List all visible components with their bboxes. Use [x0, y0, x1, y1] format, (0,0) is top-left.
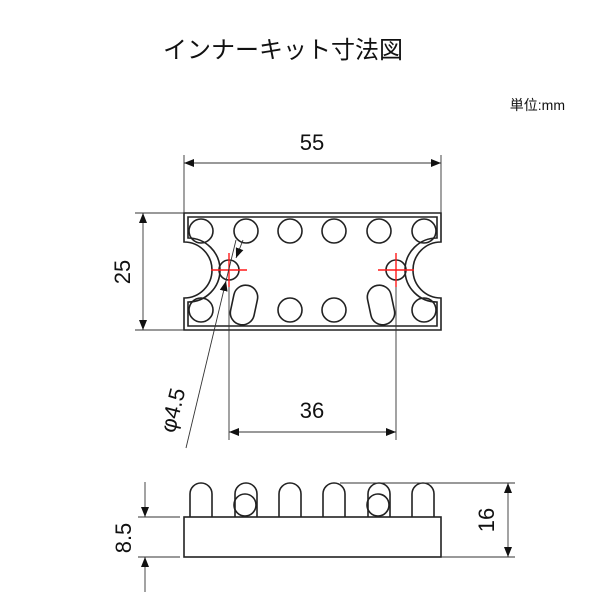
- width-extension-lines: [183, 155, 442, 213]
- width-dimension: 55: [300, 130, 324, 155]
- top-view: 55 25 36 φ4.5: [110, 130, 442, 449]
- diameter-leader-arrow: [235, 239, 244, 259]
- height-dimension: 25: [110, 260, 135, 284]
- hole-spacing-dimension: 36: [300, 398, 324, 423]
- pin-holes-bottom-row: [188, 284, 437, 326]
- total-height-extension-lines: [340, 482, 515, 558]
- plate-inner-outline: [187, 216, 438, 327]
- base-height-extension-lines: [138, 516, 180, 558]
- drawing-title: インナーキット寸法図: [163, 37, 403, 64]
- pin-holes-top-row: [188, 218, 437, 244]
- base-height-dimension: 8.5: [111, 523, 136, 554]
- total-height-dimension: 16: [474, 508, 499, 532]
- hole-spacing-extension-lines: [228, 287, 397, 440]
- side-view: 16 8.5: [111, 482, 515, 592]
- mounting-hole-right: [378, 253, 414, 287]
- hole-diameter-dimension: φ4.5: [155, 385, 190, 435]
- diameter-leader-line: [185, 280, 228, 449]
- slot-left: [229, 284, 259, 326]
- base-block: [183, 516, 442, 558]
- slot-right: [366, 284, 396, 326]
- pins: [189, 482, 435, 517]
- plate-outline: [183, 212, 442, 331]
- height-extension-lines: [135, 212, 184, 331]
- unit-label: 単位:mm: [510, 97, 565, 113]
- diameter-leader-extension: [225, 239, 237, 282]
